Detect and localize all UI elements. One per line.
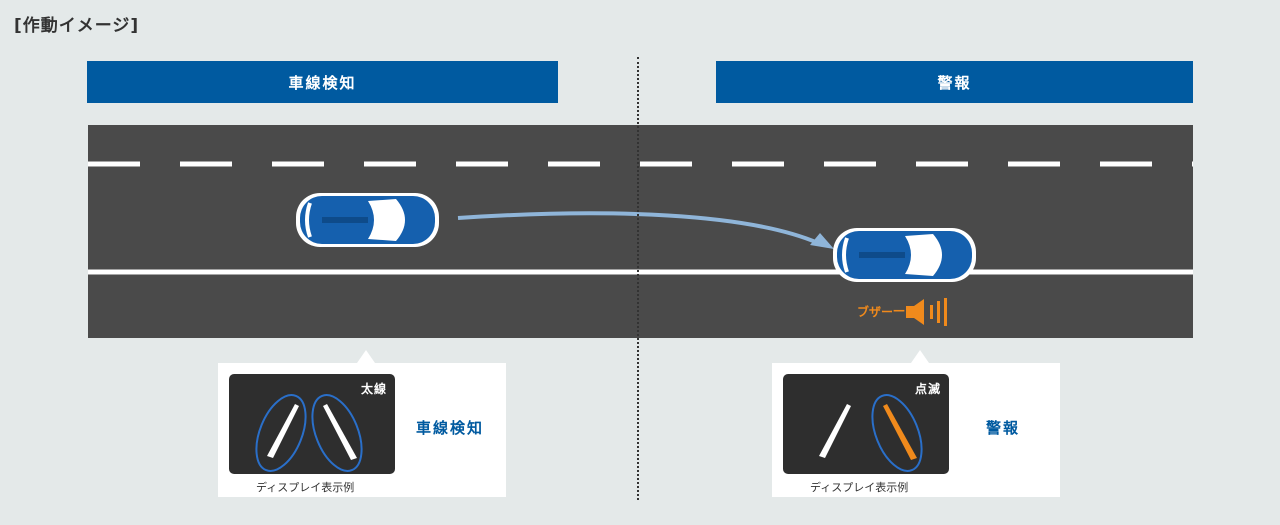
- panel-pointer: [357, 350, 375, 363]
- display-tag: 太線: [360, 382, 387, 396]
- panel-warn: 点滅 警報 ディスプレイ表示例: [772, 363, 1060, 497]
- display-caption: ディスプレイ表示例: [256, 481, 355, 494]
- display-detect: 太線: [229, 374, 395, 474]
- display-tag: 点滅: [914, 382, 941, 396]
- page-title: [作動イメージ]: [14, 16, 140, 36]
- display-caption: ディスプレイ表示例: [810, 481, 909, 494]
- banner-warn: 警報: [716, 61, 1193, 103]
- lane-display-icon: [255, 394, 363, 472]
- banner-detect: 車線検知: [87, 61, 558, 103]
- status-label: 車線検知: [416, 419, 485, 437]
- car-icon: [296, 193, 439, 247]
- car-icon: [833, 228, 976, 282]
- panel-pointer: [911, 350, 929, 363]
- road-markings: [88, 161, 1193, 282]
- phase-divider: [637, 57, 639, 500]
- road: [88, 125, 1193, 338]
- status-label: 警報: [986, 419, 1021, 437]
- lane-display-icon: [819, 394, 923, 472]
- buzzer-label: ブザー: [857, 305, 894, 319]
- speaker-icon: [906, 298, 947, 326]
- arrow-head-icon: [810, 233, 834, 249]
- buzzer-dash: —: [893, 303, 905, 317]
- trajectory-arrow: [457, 211, 819, 245]
- panel-detect: 太線 車線検知 ディスプレイ表示例: [218, 363, 506, 497]
- display-warn: 点滅: [783, 374, 949, 474]
